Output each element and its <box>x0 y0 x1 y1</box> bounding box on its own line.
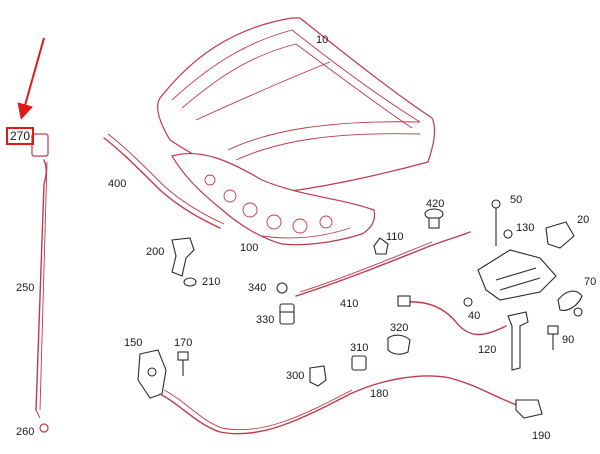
buffer-part-330[interactable] <box>279 303 295 325</box>
label-100: 100 <box>240 242 259 254</box>
hood-frame-part-100[interactable] <box>171 152 376 246</box>
seal-strip-edge <box>107 133 225 225</box>
clip-part-420[interactable] <box>424 208 444 229</box>
bushing-part-210[interactable] <box>183 277 197 287</box>
label-120: 120 <box>478 344 497 356</box>
label-200: 200 <box>146 246 165 258</box>
latch-assembly[interactable] <box>463 199 583 350</box>
cable-part-180-edge <box>163 389 353 431</box>
grommet-part-320[interactable] <box>387 334 411 355</box>
label-420: 420 <box>426 198 445 210</box>
clip-part-300[interactable] <box>309 365 327 387</box>
screw-part-90[interactable] <box>547 325 559 350</box>
hood-panel-part-10[interactable] <box>157 17 436 193</box>
bolt-part-170[interactable] <box>177 351 189 376</box>
nut-part-40[interactable] <box>463 297 473 307</box>
label-150: 150 <box>124 337 143 349</box>
label-20: 20 <box>577 214 590 226</box>
rod-clip-part-260[interactable] <box>39 423 49 433</box>
label-260: 260 <box>16 426 35 438</box>
fastener-part-110[interactable] <box>373 237 389 255</box>
release-handle[interactable] <box>507 311 529 371</box>
label-180: 180 <box>370 388 389 400</box>
label-10: 10 <box>316 34 329 46</box>
cable-connector <box>397 295 411 307</box>
prop-rod-part-250[interactable] <box>35 159 47 411</box>
seal-strip-part-400[interactable] <box>103 137 221 229</box>
label-70: 70 <box>584 276 597 288</box>
label-400: 400 <box>108 178 127 190</box>
label-190: 190 <box>532 430 551 442</box>
seal-part-410-edge <box>299 241 433 293</box>
lever-part-20[interactable] <box>545 221 575 249</box>
spring-part-70[interactable] <box>557 290 583 311</box>
label-320: 320 <box>390 322 409 334</box>
label-330: 330 <box>256 314 275 326</box>
label-130: 130 <box>516 222 535 234</box>
cable-part-120[interactable] <box>403 301 507 336</box>
label-40: 40 <box>468 310 481 322</box>
lower-latch-part-150[interactable] <box>137 349 167 399</box>
label-110: 110 <box>386 231 404 243</box>
label-410: 410 <box>340 298 359 310</box>
label-50: 50 <box>510 194 523 206</box>
latch-part-130[interactable] <box>477 249 557 301</box>
label-300: 300 <box>286 370 305 382</box>
label-270-highlighted[interactable]: 270 <box>6 127 35 145</box>
label-340: 340 <box>248 282 267 294</box>
fitting-part-190[interactable] <box>515 399 543 419</box>
washer-part-340[interactable] <box>276 282 288 294</box>
seal-part-410[interactable] <box>295 231 471 297</box>
pointer-arrow <box>17 37 45 120</box>
clip-part-310[interactable] <box>351 355 367 371</box>
label-90: 90 <box>562 334 575 346</box>
cable-part-180[interactable] <box>159 375 521 435</box>
prop-bracket-part-270[interactable] <box>31 133 49 157</box>
label-170: 170 <box>174 337 193 349</box>
prop-rod-assembly[interactable] <box>31 133 49 433</box>
label-310: 310 <box>350 342 369 354</box>
label-250: 250 <box>16 282 35 294</box>
bracket-part-200[interactable] <box>171 237 195 277</box>
label-210: 210 <box>202 276 221 288</box>
